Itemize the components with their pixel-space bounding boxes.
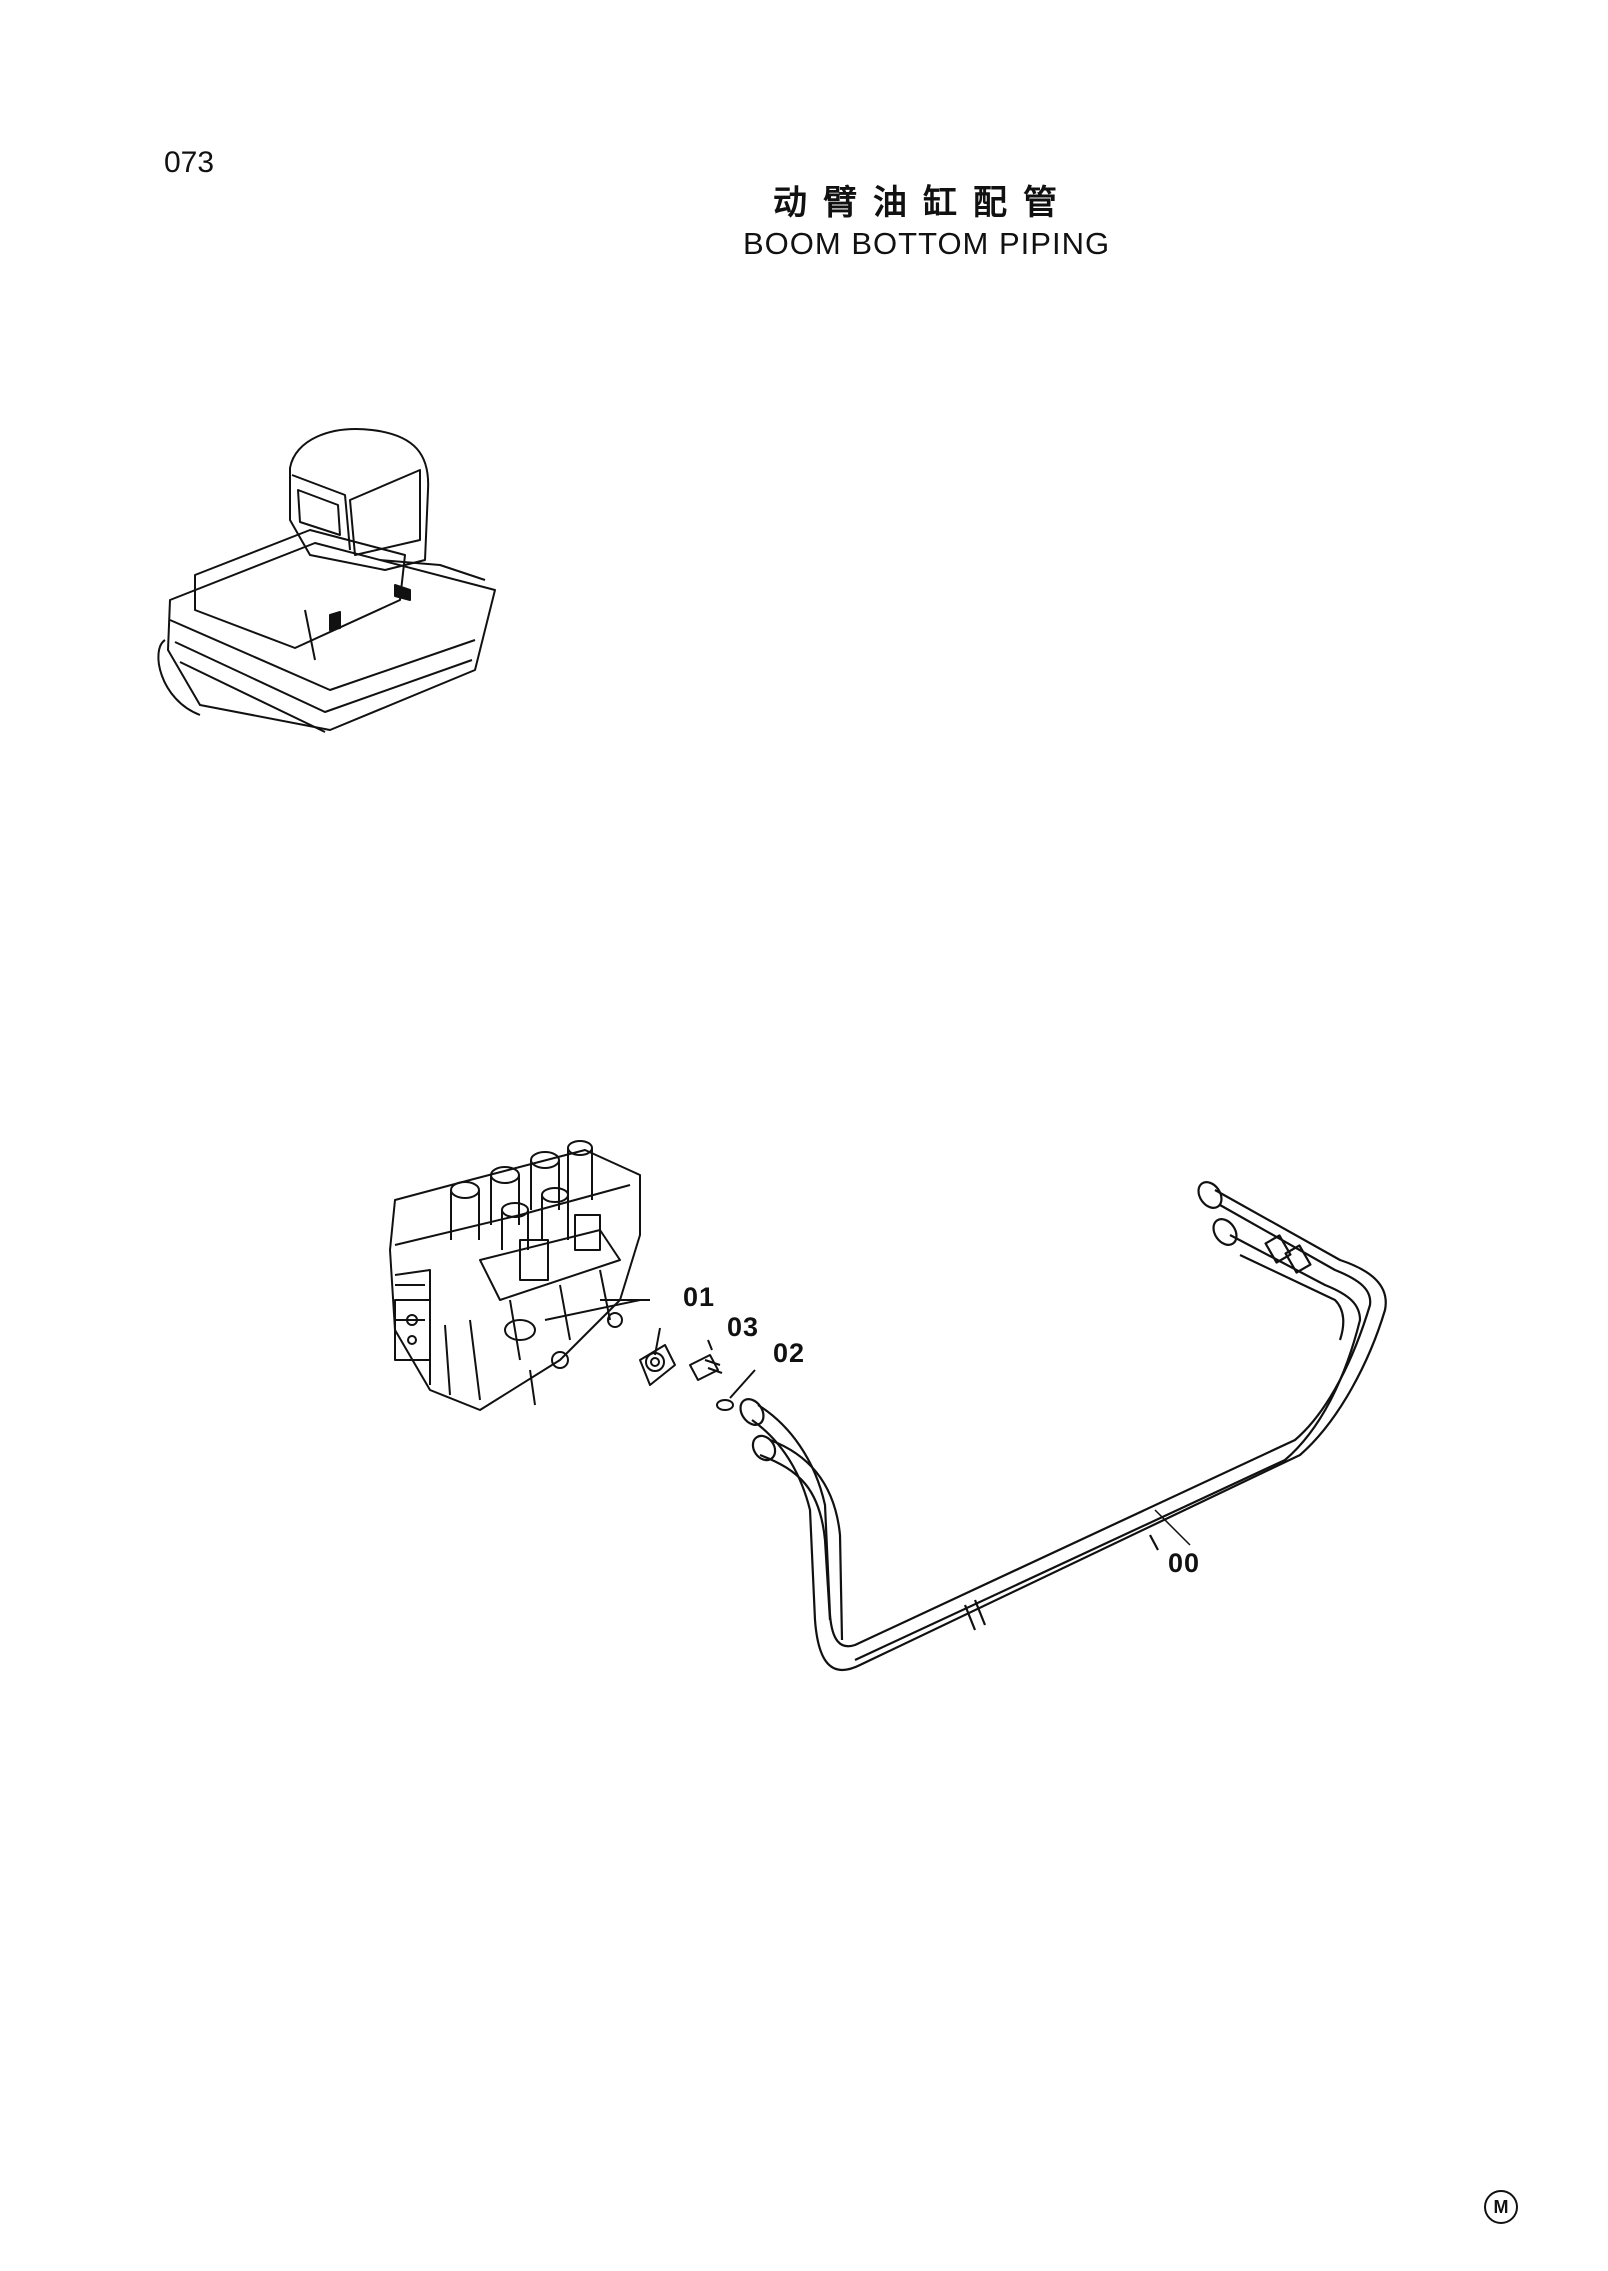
callout-03: 03 xyxy=(727,1312,760,1342)
title-english: BOOM BOTTOM PIPING xyxy=(743,226,1111,261)
pipe-assembly-icon xyxy=(739,1181,1387,1672)
corner-mark: M xyxy=(1484,2190,1518,2224)
excavator-overview-icon xyxy=(157,428,496,733)
callout-02: 02 xyxy=(773,1338,806,1368)
callout-00: 00 xyxy=(1168,1548,1201,1578)
title-chinese: 动臂油缸配管 xyxy=(773,183,1073,223)
callout-01: 01 xyxy=(683,1282,716,1312)
oring-part-02 xyxy=(716,1369,756,1411)
bolt-part-03 xyxy=(689,1339,723,1381)
page-number: 073 xyxy=(164,146,215,179)
flange-part-01 xyxy=(639,1327,676,1386)
control-valve-icon xyxy=(389,1140,650,1411)
